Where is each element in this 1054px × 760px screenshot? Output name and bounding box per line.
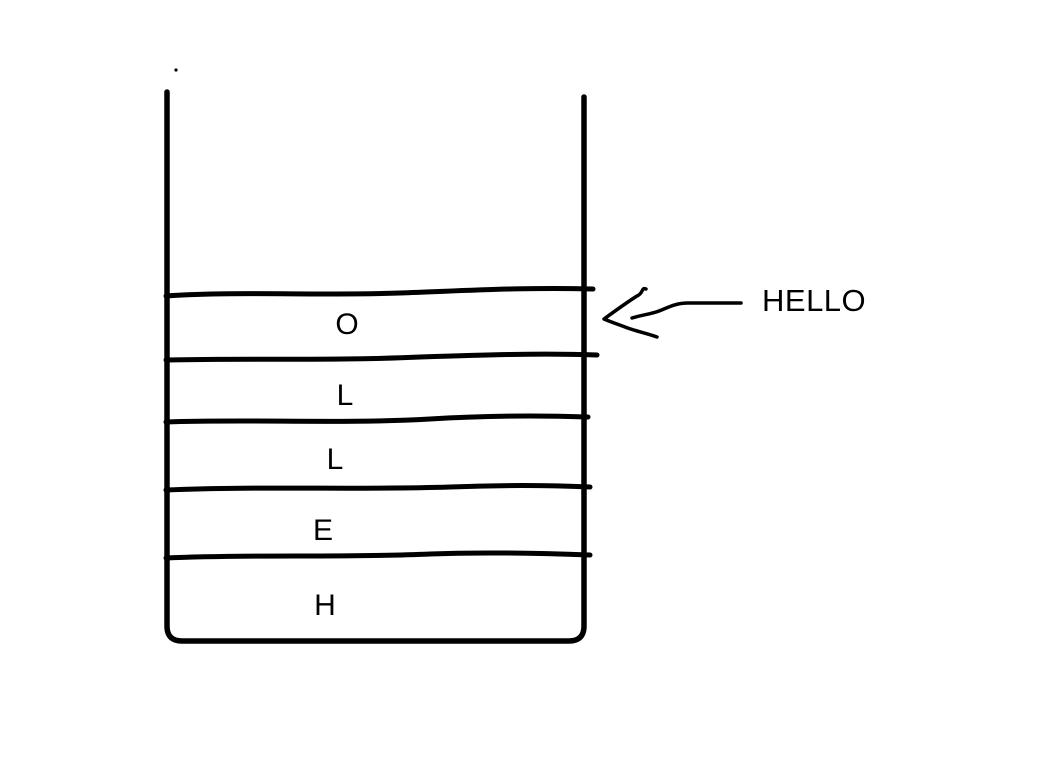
stack-divider-line bbox=[163, 285, 596, 299]
annotation-arrow-head bbox=[602, 286, 659, 339]
stack-item-label: E bbox=[312, 514, 333, 547]
stack-divider-line bbox=[163, 351, 600, 363]
annotation-label: HELLO bbox=[762, 283, 867, 318]
stack-divider-line bbox=[163, 550, 593, 561]
annotation-arrow-shaft bbox=[630, 301, 743, 320]
stack-item-label: L bbox=[336, 379, 354, 412]
stack-divider-line bbox=[163, 413, 591, 425]
stray-dot bbox=[174, 68, 178, 72]
stack-container-outline bbox=[164, 89, 587, 644]
stack-item-label: L bbox=[326, 443, 344, 476]
stack-item-label: H bbox=[314, 589, 336, 622]
stack-item-label: O bbox=[335, 308, 359, 341]
stack-divider-line bbox=[163, 483, 593, 493]
